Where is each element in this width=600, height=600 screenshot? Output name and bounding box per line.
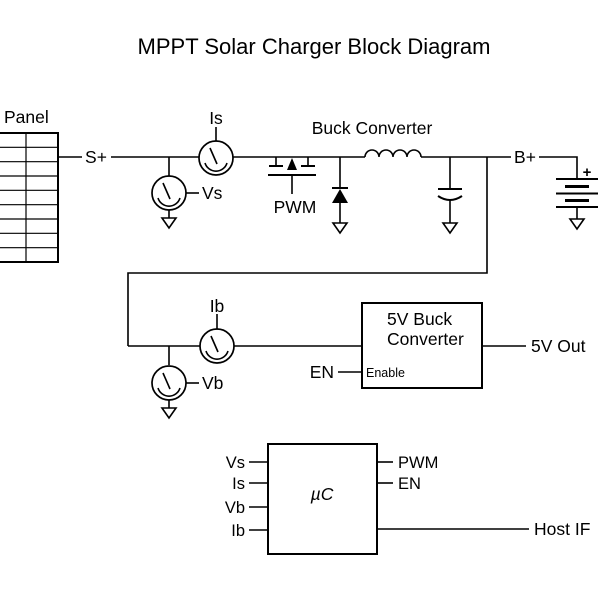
mcu-input-label-vs: Vs <box>226 454 245 472</box>
cap-ground-icon <box>441 222 459 235</box>
diagram-title: MPPT Solar Charger Block Diagram <box>138 34 491 59</box>
ib-meter-arc <box>205 350 229 360</box>
solar-panel-symbol: Panel <box>0 107 59 263</box>
buck5v-box <box>361 302 483 389</box>
vs-meter-circle <box>151 175 187 211</box>
vb-ground-icon <box>160 407 178 420</box>
mosfet-body-arrow-icon <box>287 158 297 170</box>
is-meter-circle <box>198 140 234 176</box>
diode-ground-icon <box>331 222 349 235</box>
is-label: Is <box>209 108 223 128</box>
vb-meter-arc <box>157 387 181 397</box>
buck-converter-label: Buck Converter <box>312 118 433 138</box>
battery-symbol: + <box>556 164 598 231</box>
s-plus-label: S+ <box>85 147 107 167</box>
buck5v-block: 5V Buck Converter EN Enable 5V Out <box>310 302 586 389</box>
battery-ground-icon <box>568 218 586 231</box>
current-sensor-is: Is <box>198 108 234 176</box>
vs-ground-icon <box>160 217 178 230</box>
panel-outline <box>0 132 59 263</box>
host-if-label: Host IF <box>534 519 590 539</box>
buck5v-label-line2: Converter <box>387 329 464 349</box>
buck5v-label-line1: 5V Buck <box>387 309 452 329</box>
out-5v-label: 5V Out <box>531 336 586 356</box>
panel-label: Panel <box>4 107 49 127</box>
mcu-block: µC Vs Is Vb Ib PWM EN Host IF <box>225 443 590 555</box>
vb-meter-needle <box>162 372 171 390</box>
ib-meter-needle <box>210 335 219 353</box>
current-sensor-ib: Ib <box>199 296 235 364</box>
wire-stage-link <box>127 157 488 346</box>
freewheel-diode <box>331 157 349 235</box>
output-capacitor <box>437 157 463 235</box>
voltage-sensor-vs: Vs <box>151 157 223 230</box>
vs-meter-arc <box>157 197 181 207</box>
mcu-input-label-ib: Ib <box>231 522 245 540</box>
ib-label: Ib <box>210 296 225 316</box>
b-plus-label: B+ <box>514 147 536 167</box>
panel-cells <box>0 146 58 249</box>
mosfet-stubs <box>275 157 309 166</box>
voltage-sensor-vb: Vb <box>151 346 223 420</box>
diode-triangle-icon <box>332 189 348 203</box>
vs-label: Vs <box>202 183 223 203</box>
enable-pin-label: Enable <box>366 366 405 380</box>
mcu-output-label-pwm: PWM <box>398 454 438 472</box>
ib-meter-circle <box>199 328 235 364</box>
wire-to-battery <box>539 156 578 179</box>
vb-meter-circle <box>151 365 187 401</box>
battery-plus-label: + <box>583 164 592 181</box>
cap-plate-curved <box>437 195 463 201</box>
inductor-symbol <box>364 149 422 158</box>
pwm-gate-label: PWM <box>274 197 317 217</box>
mcu-label: µC <box>310 484 334 504</box>
en-label: EN <box>310 362 334 382</box>
vb-label: Vb <box>202 373 223 393</box>
mosfet-symbol: PWM <box>268 157 316 217</box>
mcu-output-label-en: EN <box>398 475 421 493</box>
mcu-box <box>267 443 378 555</box>
is-meter-needle <box>209 147 218 165</box>
vs-meter-needle <box>162 182 171 200</box>
is-meter-arc <box>204 162 228 172</box>
mcu-input-label-vb: Vb <box>225 499 245 517</box>
mcu-input-label-is: Is <box>232 475 245 493</box>
